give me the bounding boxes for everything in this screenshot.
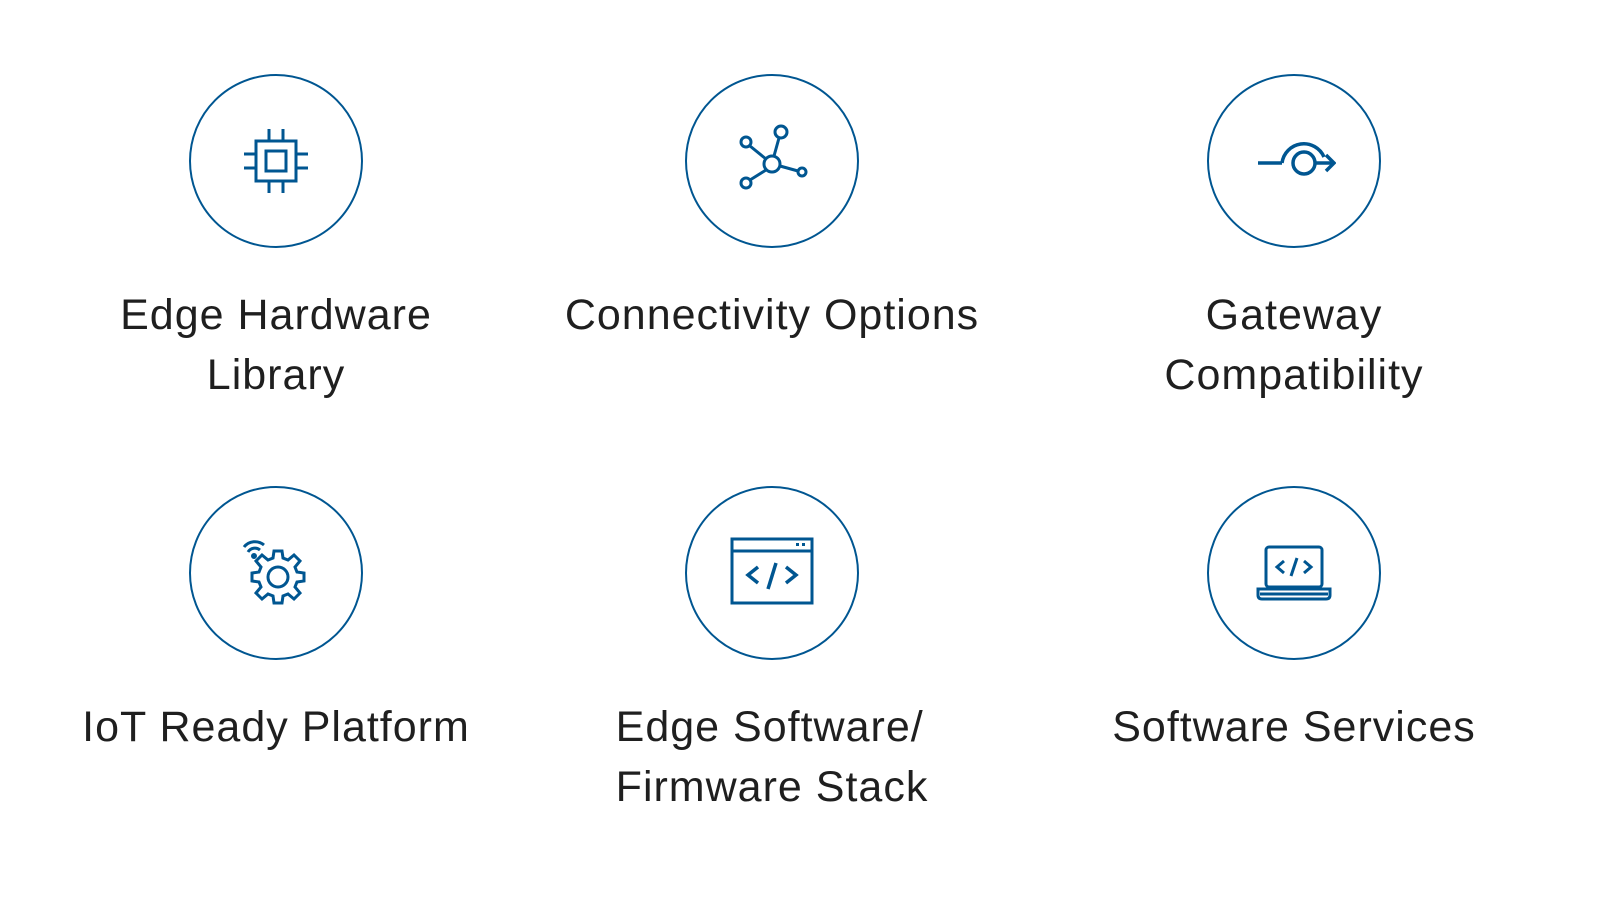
gateway-arrow-icon [1258,142,1336,176]
feature-tile-connectivity-options[interactable]: Connectivity Options [532,74,1012,345]
icon-circle [685,74,859,248]
feature-label: IoT Ready Platform [82,703,470,751]
feature-tile-gateway-compatibility[interactable]: Gateway Compatibility [1054,74,1534,405]
wireless-gear-icon [242,540,306,605]
code-window-icon [730,537,814,605]
icon-circle [1207,486,1381,660]
icon-circle [685,486,859,660]
feature-label: Software Services [1112,703,1476,751]
icon-circle [189,74,363,248]
feature-tile-iot-ready-platform[interactable]: IoT Ready Platform [36,486,516,757]
feature-tile-edge-hardware-library[interactable]: Edge Hardware Library [36,74,516,405]
feature-label: Connectivity Options [564,291,980,339]
icon-circle [1207,74,1381,248]
feature-label: Edge Hardware Library [120,291,432,399]
chip-icon [244,129,308,193]
feature-label: Gateway Compatibility [1164,291,1424,399]
feature-tile-software-services[interactable]: Software Services [1054,486,1534,757]
icon-circle [189,486,363,660]
feature-label: Edge Software/ Firmware Stack [615,703,929,811]
feature-tile-edge-software-firmware-stack[interactable]: Edge Software/ Firmware Stack [532,486,1012,817]
code-laptop-icon [1256,545,1332,601]
network-nodes-icon [739,124,808,190]
